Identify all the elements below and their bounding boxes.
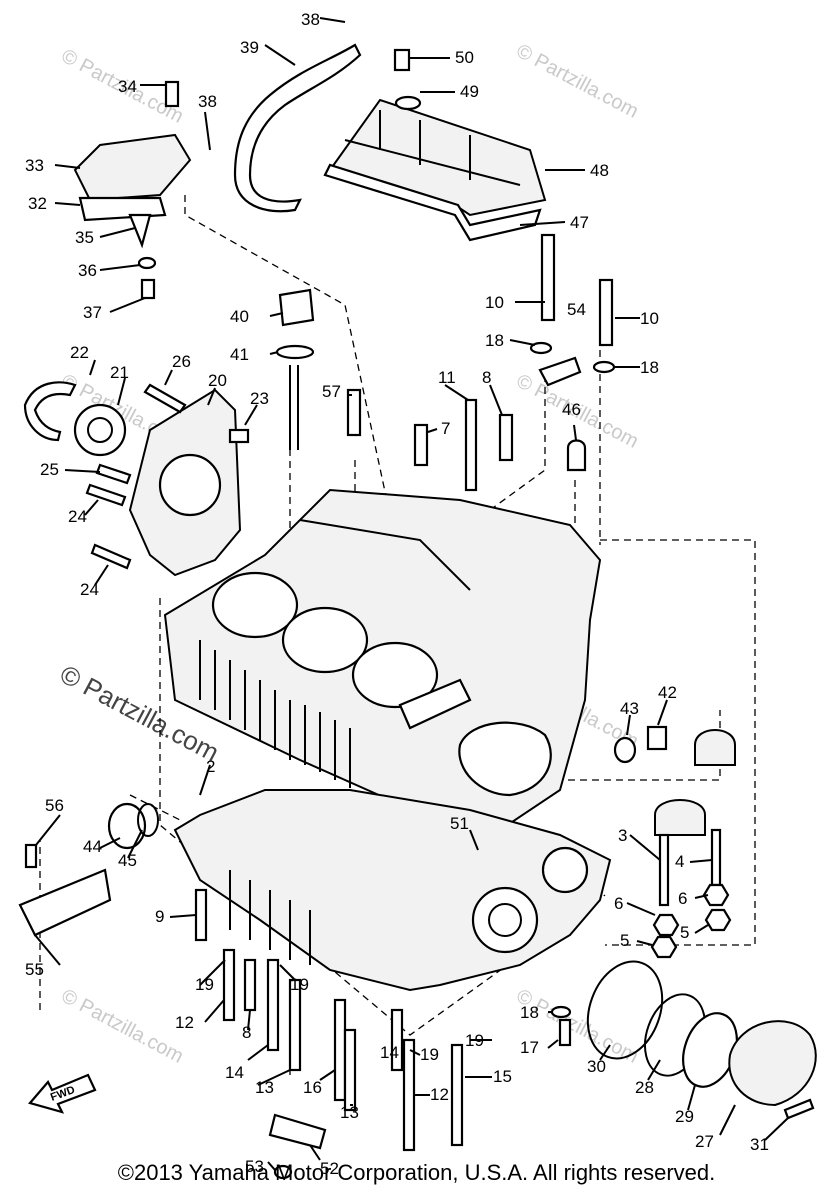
callout-40: 40 xyxy=(230,307,249,326)
callout-3: 3 xyxy=(618,826,627,845)
callout-55: 55 xyxy=(25,960,44,979)
seals xyxy=(107,725,817,1107)
callout-30: 30 xyxy=(587,1057,606,1076)
callout-14b: 14 xyxy=(225,1063,244,1082)
callout-22: 22 xyxy=(70,343,89,362)
callout-labels: 38 39 50 34 49 38 33 48 32 47 35 36 10 3… xyxy=(25,10,769,1178)
callout-2: 2 xyxy=(206,757,215,776)
callout-5b: 5 xyxy=(620,931,629,950)
lower-bolts xyxy=(194,888,815,1180)
callout-36: 36 xyxy=(78,261,97,280)
callout-9: 9 xyxy=(155,907,164,926)
callout-4: 4 xyxy=(675,852,684,871)
bearing-holder xyxy=(23,381,242,577)
callout-5a: 5 xyxy=(680,923,689,942)
callout-6a: 6 xyxy=(678,889,687,908)
callout-43: 43 xyxy=(620,699,639,718)
callout-39: 39 xyxy=(240,38,259,57)
callout-34: 34 xyxy=(118,77,137,96)
crank-caps xyxy=(650,729,736,959)
callout-10a: 10 xyxy=(485,293,504,312)
breather-cover xyxy=(73,80,192,300)
callout-57: 57 xyxy=(322,382,341,401)
fwd-arrow-icon: FWD xyxy=(28,1073,97,1114)
callout-50: 50 xyxy=(455,48,474,67)
callout-47: 47 xyxy=(570,213,589,232)
callout-48: 48 xyxy=(590,161,609,180)
callout-32: 32 xyxy=(28,194,47,213)
callout-18b: 18 xyxy=(640,358,659,377)
callout-53: 53 xyxy=(245,1157,264,1176)
callout-56: 56 xyxy=(45,796,64,815)
callout-52: 52 xyxy=(320,1159,339,1178)
callout-42: 42 xyxy=(658,683,677,702)
callout-51: 51 xyxy=(450,814,469,833)
upper-crankcase xyxy=(163,488,602,832)
callout-49: 49 xyxy=(460,82,479,101)
callout-33: 33 xyxy=(25,156,44,175)
callout-14a: 14 xyxy=(380,1043,399,1062)
callout-44: 44 xyxy=(83,837,102,856)
callout-31: 31 xyxy=(750,1135,769,1154)
leader-lines xyxy=(34,17,789,1171)
callout-12a: 12 xyxy=(175,1013,194,1032)
callout-19b: 19 xyxy=(290,975,309,994)
lower-crankcase xyxy=(173,789,612,992)
callout-54: 54 xyxy=(567,300,586,319)
copyright-footer: ©2013 Yamaha Motor Corporation, U.S.A. A… xyxy=(117,1160,716,1185)
callout-18a: 18 xyxy=(485,331,504,350)
callout-6b: 6 xyxy=(614,894,623,913)
callout-21: 21 xyxy=(110,363,129,382)
callout-28: 28 xyxy=(635,1078,654,1097)
callout-8a: 8 xyxy=(482,368,491,387)
cover-plate xyxy=(18,843,112,937)
callout-16: 16 xyxy=(303,1078,322,1097)
callout-18c: 18 xyxy=(520,1003,539,1022)
callout-25: 25 xyxy=(40,460,59,479)
callout-38b: 38 xyxy=(198,92,217,111)
callout-46: 46 xyxy=(562,400,581,419)
bolts xyxy=(85,48,616,570)
callout-20: 20 xyxy=(208,371,227,390)
callout-19d: 19 xyxy=(420,1045,439,1064)
callout-12b: 12 xyxy=(430,1085,449,1104)
callout-38: 38 xyxy=(301,10,320,29)
callout-26: 26 xyxy=(172,352,191,371)
callout-37: 37 xyxy=(83,303,102,322)
callout-45: 45 xyxy=(118,851,137,870)
callout-29: 29 xyxy=(675,1107,694,1126)
callout-19a: 19 xyxy=(195,975,214,994)
callout-27: 27 xyxy=(695,1132,714,1151)
callout-23: 23 xyxy=(250,389,269,408)
callout-17: 17 xyxy=(520,1038,539,1057)
callout-35: 35 xyxy=(75,228,94,247)
callout-15: 15 xyxy=(493,1067,512,1086)
watermark: © Partzilla.com xyxy=(58,985,187,1068)
callout-8b: 8 xyxy=(242,1023,251,1042)
callout-13a: 13 xyxy=(255,1078,274,1097)
callout-19c: 19 xyxy=(465,1031,484,1050)
callout-24a: 24 xyxy=(68,507,87,526)
callout-41: 41 xyxy=(230,345,249,364)
head-cover xyxy=(323,98,547,242)
breather-hose xyxy=(233,43,362,213)
callout-24b: 24 xyxy=(80,580,99,599)
watermark: © Partzilla.com xyxy=(513,40,642,123)
callout-10b: 10 xyxy=(640,309,659,328)
callout-13b: 13 xyxy=(340,1103,359,1122)
callout-7: 7 xyxy=(441,419,450,438)
callout-11: 11 xyxy=(438,368,456,387)
